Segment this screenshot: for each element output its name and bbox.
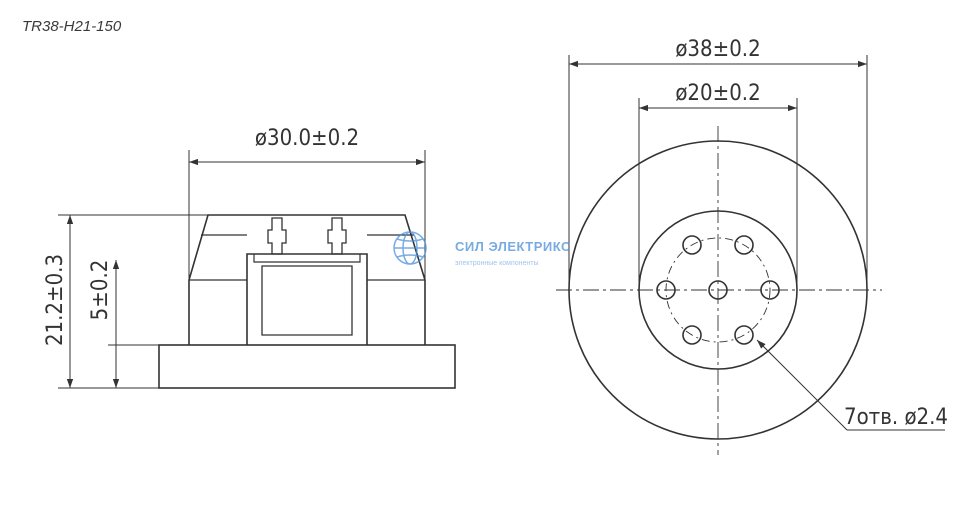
part-number: TR38-H21-150 bbox=[22, 18, 122, 35]
side-width-label: ø30.0±0.2 bbox=[255, 126, 359, 151]
hole-center bbox=[708, 280, 728, 300]
side-view bbox=[58, 150, 456, 389]
side-height-label: 21.2±0.3 bbox=[43, 254, 68, 346]
hole-2 bbox=[734, 325, 754, 345]
hole-1 bbox=[760, 280, 780, 300]
hole-4 bbox=[656, 280, 676, 300]
socket-inner bbox=[261, 265, 353, 336]
hole-group bbox=[656, 235, 780, 345]
watermark-name: СИЛ ЭЛЕКТРИКС bbox=[455, 239, 571, 254]
pin-height-label: 5±0.2 bbox=[88, 260, 113, 321]
hole-5 bbox=[682, 235, 702, 255]
dim-top-outer bbox=[568, 55, 868, 290]
pin-left bbox=[267, 217, 287, 255]
holes-callout-label: 7отв. ø2.4 bbox=[844, 405, 948, 430]
top-view bbox=[556, 55, 945, 455]
hole-3 bbox=[682, 325, 702, 345]
body-outline bbox=[188, 214, 426, 345]
dim-top-inner bbox=[638, 98, 798, 290]
watermark-tagline: электронные компоненты bbox=[455, 260, 539, 267]
base-plate bbox=[158, 344, 456, 389]
top-outer-label: ø38±0.2 bbox=[675, 37, 760, 62]
dim-pin-height bbox=[108, 260, 159, 388]
socket-outer bbox=[246, 253, 368, 345]
pin-right bbox=[327, 217, 347, 255]
holes-leader bbox=[756, 339, 945, 431]
top-inner-label: ø20±0.2 bbox=[675, 81, 760, 106]
watermark: СИЛ ЭЛЕКТРИКС электронные компоненты bbox=[393, 231, 571, 267]
globe-icon bbox=[393, 231, 427, 265]
dim-side-height bbox=[58, 214, 208, 389]
hole-6 bbox=[734, 235, 754, 255]
socket-rim bbox=[253, 254, 361, 263]
